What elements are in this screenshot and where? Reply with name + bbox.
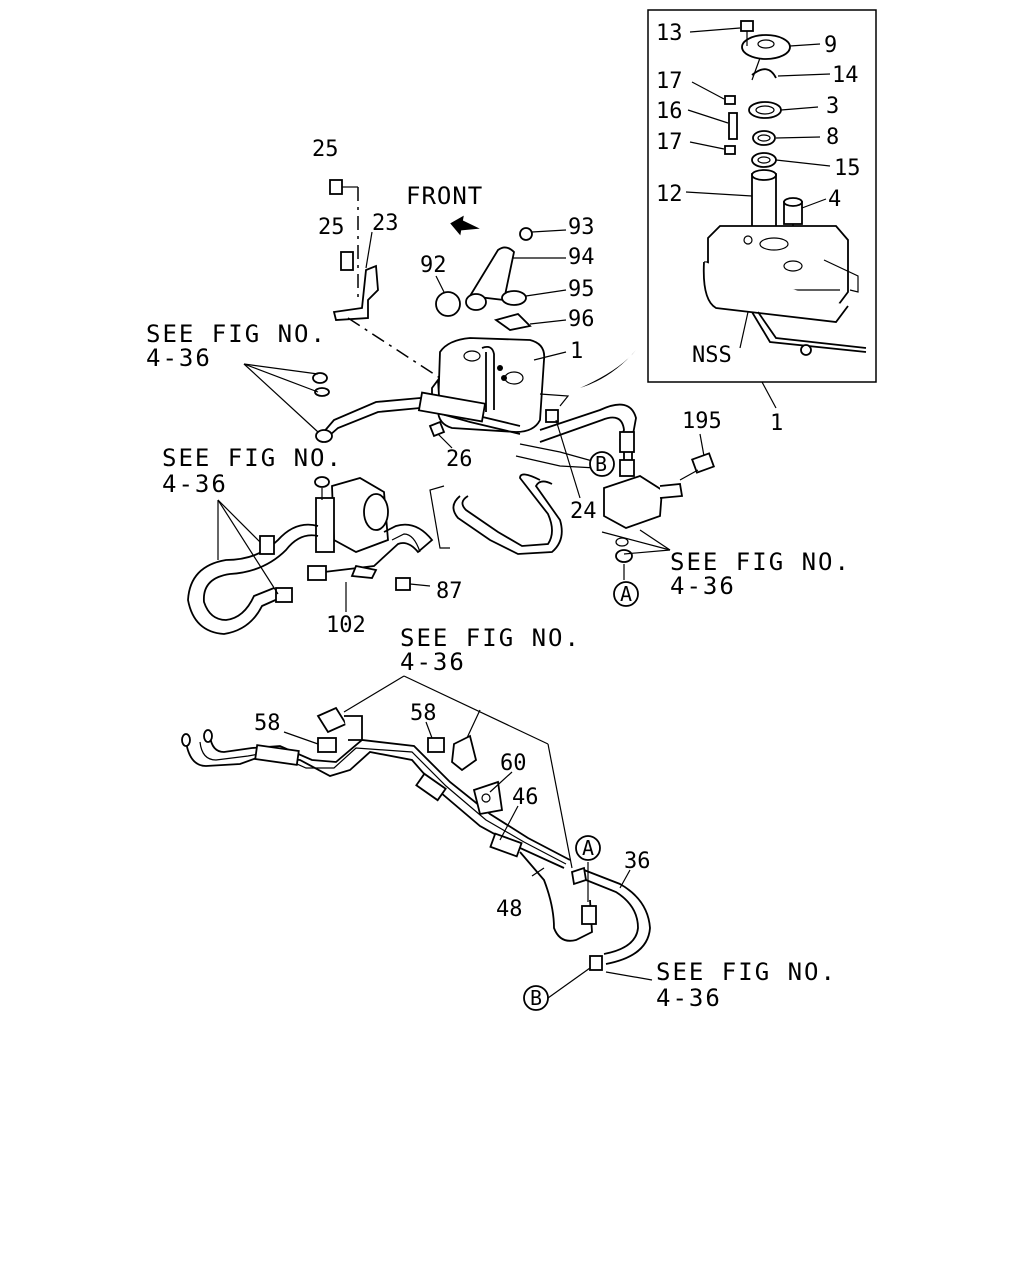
inset-callout-label-1: 1 (770, 411, 783, 436)
figure-references: SEE FIG NO. 4-36 SEE FIG NO. 4-36 SEE FI… (146, 320, 851, 1012)
see-fig-ref-1-line2: 4-36 (146, 344, 212, 372)
see-fig-ref-2-line1: SEE FIG NO. (162, 444, 343, 472)
label-95: 95 (568, 277, 595, 302)
label-26: 26 (446, 447, 473, 472)
bolt-part-25b (340, 251, 354, 271)
ring-part-8 (752, 130, 776, 146)
front-indicator: FRONT (406, 182, 483, 236)
upper-reference-leaders (217, 363, 671, 595)
clip-part-17a (724, 95, 736, 105)
see-fig-ref-5-line1: SEE FIG NO. (656, 958, 837, 986)
nut-part-93 (519, 227, 533, 241)
clamp-part-96 (493, 312, 532, 331)
inset-label-3: 3 (826, 94, 839, 119)
inset-label-nss: NSS (692, 343, 732, 368)
see-fig-ref-3-line2: 4-36 (670, 572, 736, 600)
ring-part-15 (751, 152, 777, 168)
bracket-part-60 (472, 780, 504, 816)
inset-label-16: 16 (656, 99, 683, 124)
bolt-part-195 (690, 452, 716, 474)
inset-label-8: 8 (826, 125, 839, 150)
clip-part-26 (428, 420, 446, 438)
junction-block (603, 475, 663, 529)
inset-label-12: 12 (656, 182, 683, 207)
cap-part-9 (741, 34, 791, 60)
nut-part-13 (740, 20, 754, 32)
inset-pointer-swoosh (580, 350, 636, 388)
inset-label-15: 15 (834, 156, 861, 181)
plug-part-92 (435, 291, 461, 317)
bolt-part-25a (329, 179, 343, 195)
label-94: 94 (568, 245, 595, 270)
front-label: FRONT (406, 182, 483, 210)
inset-exploded-view: 13 9 17 14 16 3 17 8 15 12 4 NSS 1 (647, 9, 877, 436)
ring-part-95 (501, 290, 527, 306)
clamp-part-58b-body (451, 734, 478, 772)
connector-a-lower: A (575, 835, 601, 861)
clip-part-17b (724, 145, 736, 155)
inset-label-17a: 17 (656, 69, 683, 94)
ring-part-3 (748, 101, 782, 119)
pipe-labels: 58 58 60 46 48 36 (254, 701, 651, 922)
label-23: 23 (372, 211, 399, 236)
label-46: 46 (512, 785, 539, 810)
connector-b-lower: B (523, 985, 549, 1011)
connector-b-upper-label: B (595, 452, 607, 476)
inset-label-13: 13 (656, 21, 683, 46)
label-25b: 25 (318, 215, 345, 240)
label-93: 93 (568, 215, 595, 240)
inset-label-17b: 17 (656, 130, 683, 155)
hose-elbow-part-94 (468, 246, 515, 301)
tank-labels: 25 25 23 92 93 94 95 96 1 26 24 195 87 1… (312, 137, 722, 638)
label-48: 48 (496, 897, 523, 922)
see-fig-ref-2-line2: 4-36 (162, 470, 228, 498)
label-102: 102 (326, 613, 366, 638)
connector-a-upper: A (613, 581, 639, 607)
bolt-part-58b (427, 737, 445, 753)
connector-b-upper: B (589, 451, 615, 477)
bolt-part-58a (317, 737, 337, 753)
pipe-assembly (181, 675, 653, 999)
see-fig-ref-5-line2: 4-36 (656, 984, 722, 1012)
connector-a-lower-label: A (582, 836, 594, 860)
label-1: 1 (570, 339, 583, 364)
label-92: 92 (420, 253, 447, 278)
bracket-part-23 (332, 264, 379, 321)
inset-label-14: 14 (832, 63, 859, 88)
label-60: 60 (500, 751, 527, 776)
clamp-part-58a-body (316, 706, 348, 734)
tank-assembly (187, 179, 716, 635)
inset-label-9: 9 (824, 33, 837, 58)
bolt-part-87 (395, 577, 411, 591)
label-96: 96 (568, 307, 595, 332)
see-fig-ref-1-line1: SEE FIG NO. (146, 320, 327, 348)
label-58a: 58 (254, 711, 281, 736)
see-fig-ref-4-line2: 4-36 (400, 648, 466, 676)
label-36: 36 (624, 849, 651, 874)
inset-label-4: 4 (828, 187, 841, 212)
label-195: 195 (682, 409, 722, 434)
see-fig-ref-3-line1: SEE FIG NO. (670, 548, 851, 576)
front-arrow-icon (450, 215, 480, 236)
bolt-part-24 (545, 409, 559, 423)
connector-b-lower-label: B (530, 986, 542, 1010)
label-58b: 58 (410, 701, 437, 726)
see-fig-ref-4-line1: SEE FIG NO. (400, 624, 581, 652)
pin-part-16 (728, 112, 738, 140)
connector-a-upper-label: A (620, 582, 632, 606)
label-87: 87 (436, 579, 463, 604)
label-25a: 25 (312, 137, 339, 162)
label-24: 24 (570, 499, 597, 524)
